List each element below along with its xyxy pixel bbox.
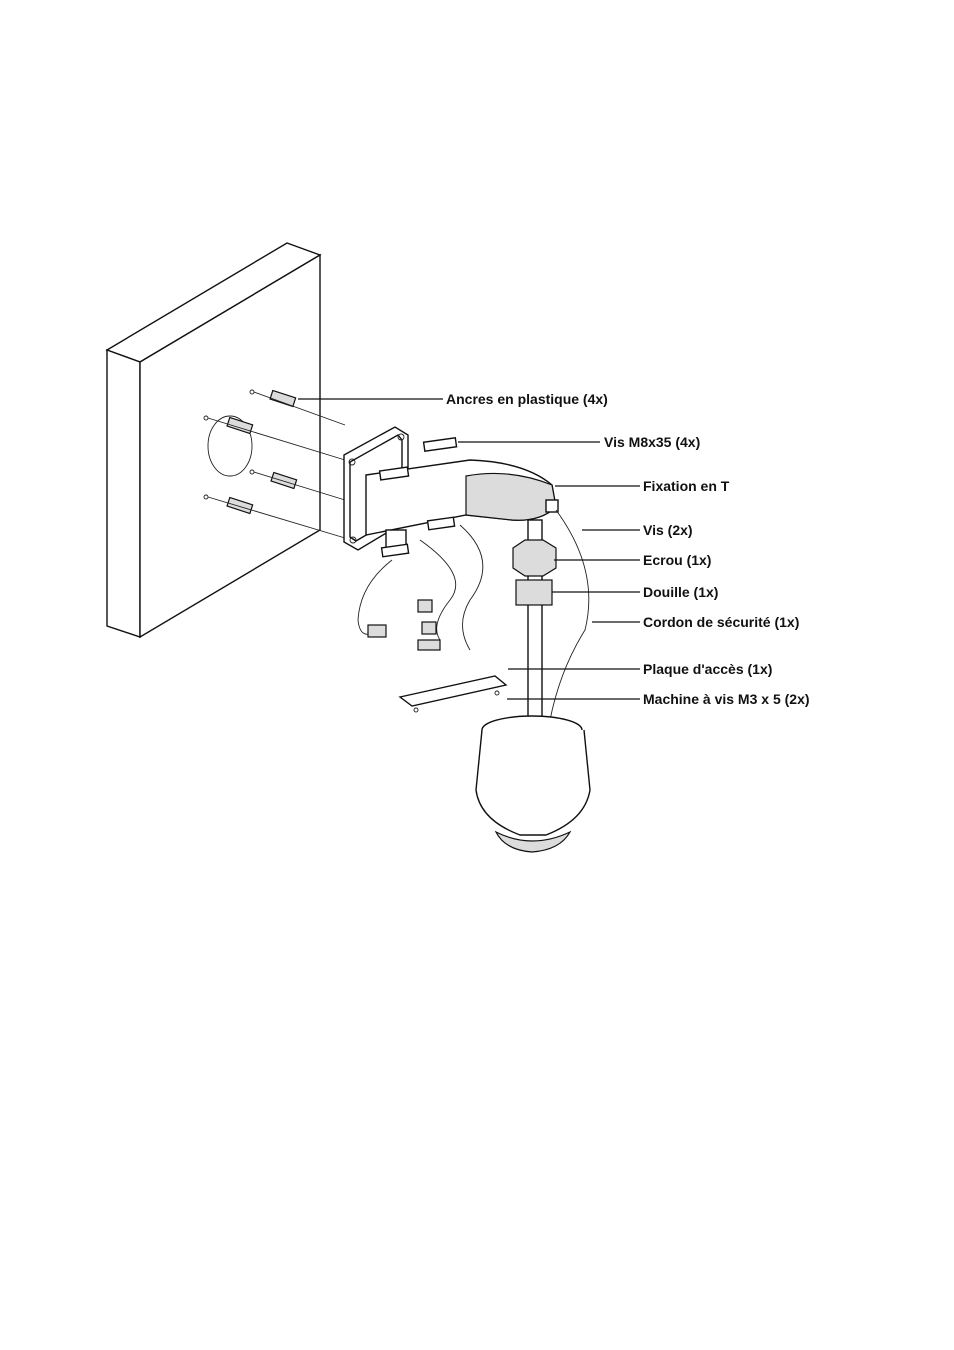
- anchor: [249, 389, 346, 426]
- label-safety-cord: Cordon de sécurité (1x): [643, 614, 799, 630]
- wall: [105, 242, 322, 639]
- label-nut: Ecrou (1x): [643, 552, 711, 568]
- safety-cord: [549, 509, 590, 721]
- cables: [357, 524, 484, 651]
- t-mount-bracket: [343, 426, 559, 553]
- plastic-anchors: [203, 389, 346, 539]
- anchor: [203, 415, 346, 461]
- pipe: [512, 519, 557, 721]
- label-screws-m8: Vis M8x35 (4x): [604, 434, 700, 450]
- label-screws: Vis (2x): [643, 522, 693, 538]
- m8-screws: [378, 437, 458, 558]
- label-anchors: Ancres en plastique (4x): [446, 391, 608, 407]
- anchor: [249, 469, 346, 501]
- leader-lines: [298, 398, 640, 700]
- anchor: [203, 494, 346, 539]
- label-machine-screws: Machine à vis M3 x 5 (2x): [643, 691, 810, 707]
- access-plate: [398, 675, 508, 713]
- label-t-mount: Fixation en T: [643, 478, 730, 494]
- label-access-plate: Plaque d'accès (1x): [643, 661, 772, 677]
- label-sleeve: Douille (1x): [643, 584, 718, 600]
- dome-camera: [475, 715, 591, 853]
